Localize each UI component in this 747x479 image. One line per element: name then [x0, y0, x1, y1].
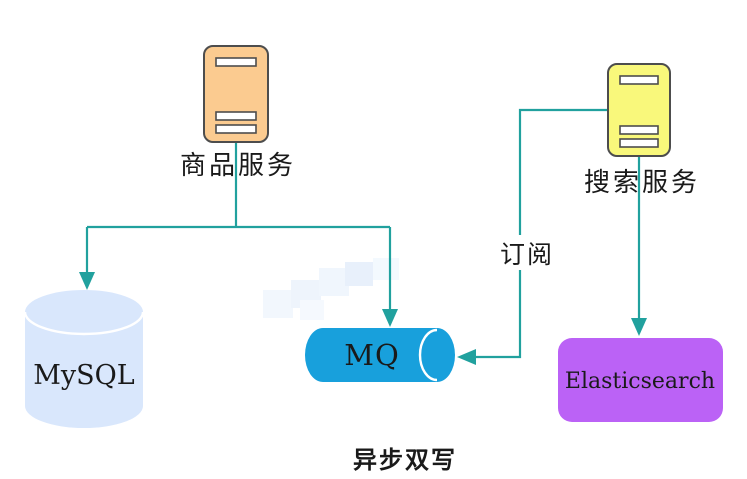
arrowhead-into-elasticsearch	[631, 318, 647, 336]
elasticsearch-node: Elasticsearch	[558, 338, 723, 422]
queue-cylinder-icon	[305, 328, 455, 382]
watermark-blur	[263, 258, 399, 320]
watermark-block	[373, 258, 399, 280]
elasticsearch-box	[558, 338, 723, 422]
mysql-node: MySQL	[23, 290, 145, 428]
arrowhead-into-mysql	[79, 272, 95, 290]
search-service-label: 搜索服务	[584, 168, 700, 198]
database-cylinder-rim	[23, 311, 145, 336]
product-service-node: 商品服务	[180, 45, 296, 181]
server-slot-icon	[215, 111, 257, 121]
server-slot-icon	[619, 75, 659, 85]
search-service-node: 搜索服务	[584, 63, 700, 198]
queue-cylinder-rim	[418, 328, 438, 382]
mq-label: MQ	[344, 338, 399, 372]
watermark-block	[263, 290, 293, 318]
edge-product-to-mysql-and-mq	[85, 142, 392, 309]
arrowheads	[79, 272, 647, 365]
arrowhead-into-mq-top	[382, 309, 398, 327]
watermark-block	[319, 268, 349, 296]
arrowhead-into-mq-right	[457, 349, 476, 365]
server-slot-icon	[619, 138, 659, 148]
elasticsearch-label: Elasticsearch	[565, 369, 715, 394]
mysql-label: MySQL	[33, 360, 135, 391]
edge-search-subscribe-mq	[476, 108, 608, 359]
subscribe-edge-label: 订阅	[500, 240, 554, 269]
server-slot-icon	[619, 125, 659, 135]
server-slot-icon	[215, 124, 257, 134]
connectors	[85, 108, 641, 359]
server-slot-icon	[215, 57, 257, 67]
product-service-label: 商品服务	[180, 151, 296, 181]
mq-node: MQ	[305, 328, 455, 382]
watermark-block	[345, 262, 373, 286]
watermark-block	[300, 300, 324, 320]
diagram-title: 异步双写	[353, 445, 457, 474]
database-cylinder-icon	[25, 290, 143, 428]
